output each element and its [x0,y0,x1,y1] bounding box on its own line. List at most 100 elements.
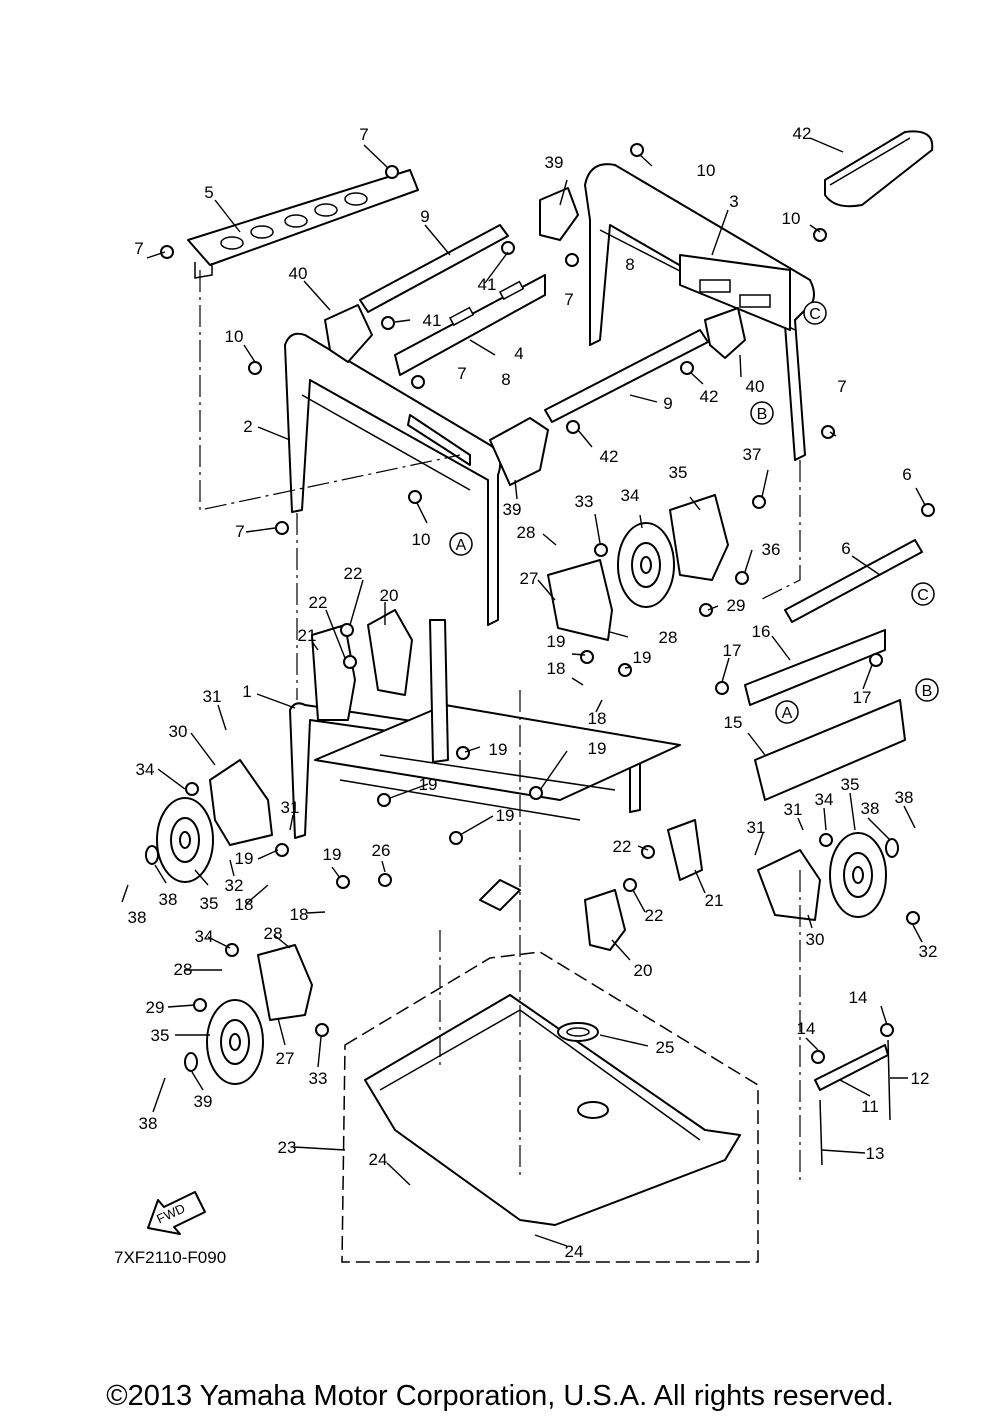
callout-12: 12 [911,1069,930,1088]
ref-marker-a: A [449,532,473,556]
part-41-bracket-right [704,307,746,359]
callout-19: 19 [419,775,438,794]
callout-32: 32 [225,876,244,895]
callout-21: 21 [705,891,724,910]
callout-19: 19 [633,648,652,667]
callout-34: 34 [136,760,155,779]
callout-15: 15 [724,713,743,732]
callout-32: 32 [919,942,938,961]
part-35-wheel-upper [617,522,675,608]
svg-text:A: A [456,537,467,554]
ref-marker-a: A [775,700,799,724]
callout-38: 38 [895,788,914,807]
part-6-bumper [784,539,923,623]
callout-18: 18 [547,659,566,678]
callout-35: 35 [151,1026,170,1045]
callout-19: 19 [323,845,342,864]
callout-23: 23 [278,1138,297,1157]
callout-39: 38 [159,890,178,909]
part-35-wheel-right [829,832,887,918]
svg-text:C: C [917,587,929,604]
part-35-wheel-left [156,797,214,883]
callout-7: 7 [837,377,846,396]
callout-7: 7 [235,522,244,541]
callout-28: 28 [517,523,536,542]
callout-4: 4 [514,344,523,363]
callout-19: 19 [489,740,508,759]
ref-marker-b: B [750,401,774,425]
callout-34: 34 [195,927,214,946]
part-12-rod [887,1039,891,1121]
callout-43: 42 [793,124,812,143]
callout-22: 22 [309,593,328,612]
callout-34: 34 [815,790,834,809]
callout-16: 16 [752,622,771,641]
callout-20: 20 [634,961,653,980]
svg-text:C: C [809,306,821,323]
callout-7: 7 [134,239,143,258]
part-35-wheel-lower [206,999,264,1085]
callout-19: 19 [547,632,566,651]
part-5-bracket [187,169,419,279]
callout-3: 3 [729,192,738,211]
callout-31: 31 [784,800,803,819]
callout-35: 35 [200,894,219,913]
callout-26: 26 [372,841,391,860]
callout-30: 30 [806,930,825,949]
part-15-plate [754,699,906,801]
callout-8: 8 [501,370,510,389]
callout-19: 19 [235,849,254,868]
callout-10: 10 [697,161,716,180]
part-4-plate [394,274,546,376]
part-21-bracket-upper [311,624,356,721]
part-36-guard [669,494,729,581]
callout-10: 10 [782,209,801,228]
callout-22: 22 [613,837,632,856]
callout-28: 28 [659,628,678,647]
callout-34: 33 [575,492,594,511]
callout-1: 1 [242,682,251,701]
callout-31: 31 [747,818,766,837]
callout-9: 9 [420,207,429,226]
callout-11: 11 [861,1097,879,1116]
part-16-plate [744,629,886,706]
part-40-bracket-right [539,187,579,241]
callout-13: 13 [866,1144,885,1163]
callout-8: 8 [625,255,634,274]
callout-29: 29 [727,596,746,615]
part-30-guard-right [757,849,821,921]
callout-38: 38 [139,1114,158,1133]
callout-42: 41 [478,275,497,294]
callout-24: 24 [565,1242,584,1261]
callout-7: 7 [564,290,573,309]
callout-20: 20 [380,586,399,605]
callout-30: 30 [169,722,188,741]
part-9-shaft-upper [359,224,509,313]
part-30-guard-left [209,759,273,846]
leader-lines [121,137,926,1247]
callout-17: 17 [723,641,742,660]
callout-18: 18 [588,709,607,728]
callout-28: 28 [264,924,283,943]
callout-19: 19 [496,806,515,825]
part-27-plate-upper [547,559,613,641]
callout-27: 27 [520,569,539,588]
callout-37: 36 [762,540,781,559]
callout-33: 33 [309,1069,328,1088]
part-11-bracket [814,1044,889,1091]
part-9-shaft-lower [544,329,709,423]
callout-numbers: 7 5 7 9 39 10 42 3 10 8 7 41 40 41 4 10 … [128,124,938,1261]
callout-19: 19 [588,739,607,758]
callout-10: 10 [412,530,431,549]
callout-7: 7 [457,364,466,383]
callout-24: 24 [369,1150,388,1169]
callout-35: 34 [621,486,640,505]
callout-40: 39 [503,500,522,519]
callout-38: 37 [743,445,762,464]
part-25-grommet [557,1022,599,1042]
part-20-guard-upper [367,609,413,696]
copyright-notice: ©2013 Yamaha Motor Corporation, U.S.A. A… [106,1380,894,1412]
ref-marker-b: B [915,678,939,702]
callout-7: 7 [359,125,368,144]
